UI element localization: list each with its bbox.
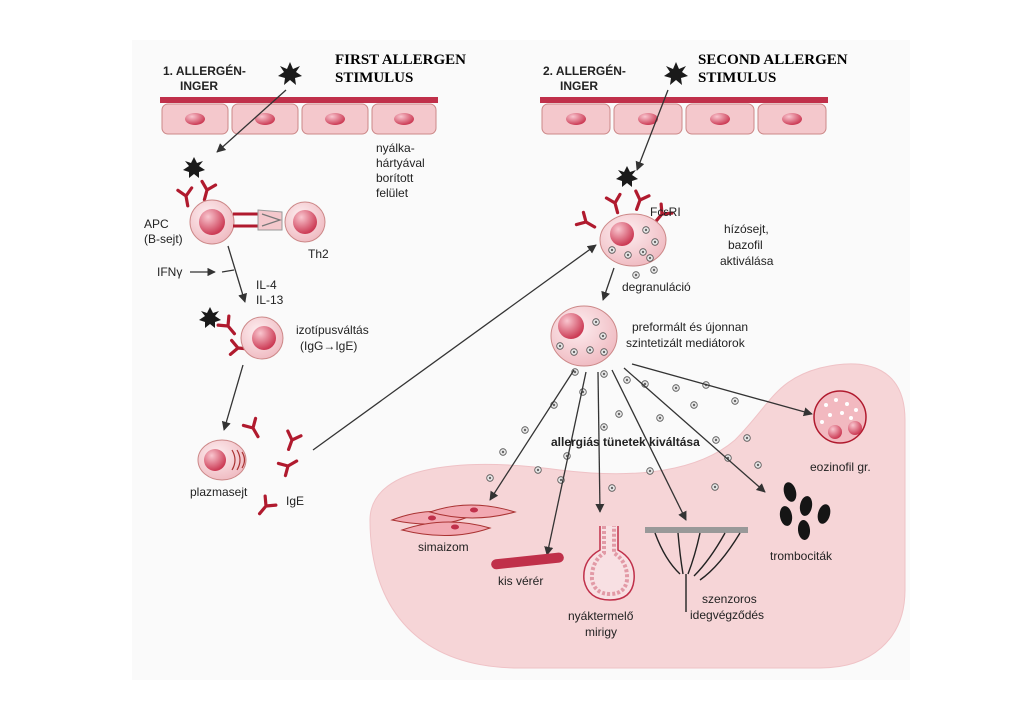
allergen-icon [199,307,221,328]
epithelium-2 [540,97,828,135]
mucous-gland-label-2: mirigy [585,625,617,639]
smooth-muscle-label: simaizom [418,540,469,554]
mucosa-label-3: borított [376,171,414,185]
arrow-apc-to-switch [227,245,247,303]
isotype-switch-label: izotípusváltás [296,323,369,337]
mast-cell-label-1: hízósejt, [724,222,769,236]
stimulus1-label-line1: 1. ALLERGÉN- [163,63,246,78]
granule-dot-icon [650,266,658,274]
allergen-icon [278,62,302,85]
il4-label: IL-4 [256,278,277,292]
granule-dot-icon [632,271,640,279]
mucous-gland-label-1: nyáktermelő [568,609,634,623]
il13-label: IL-13 [256,293,284,307]
plasma-cell-label: plazmasejt [190,485,248,499]
allergen-icon [664,62,688,85]
arrow-allergen-to-apc [216,89,287,153]
plasma-cell [197,439,247,481]
symptom-arrows [489,363,813,556]
sensory-nerve-label-1: szenzoros [702,592,757,606]
sensory-nerve-ending [645,527,748,612]
mediators-label-2: szintetizált mediátorok [626,336,746,350]
mast-cell [599,213,667,267]
epithelium-1 [160,97,438,135]
arrow-degranulation [601,267,615,301]
ifn-gamma-label: IFNγ [157,265,182,279]
mast-cell-label-3: aktiválása [720,254,774,268]
fceri-label: FcεRI [650,205,681,219]
mucosa-label-1: nyálka- [376,141,415,155]
arrow-ige-to-mast-cell [312,244,597,451]
stimulus1-english-line2: STIMULUS [335,70,413,86]
small-vessel-label: kis vérér [498,574,543,588]
mast-cell-label-2: bazofil [728,238,763,252]
small-vessel [491,552,564,570]
platelets-label: trombociták [770,549,833,563]
stimulus2-label-line2: INGER [560,79,598,93]
degranulating-cell [550,305,618,367]
mucous-gland [583,526,635,601]
symptoms-label: allergiás tünetek kiváltása [551,435,700,449]
smooth-muscle [390,504,517,536]
stimulus1-english-line1: FIRST ALLERGEN [335,52,466,68]
target-tissue [369,363,906,669]
inhibition-bar [221,269,235,273]
apc-sublabel: (B-sejt) [144,232,183,246]
degranulation-label: degranuláció [622,280,691,294]
stimulus2-english-line2: STIMULUS [698,70,776,86]
arrow-to-plasma-cell [221,364,244,431]
immune-synapse [233,209,283,231]
eosinophil-label: eozinofil gr. [810,460,871,474]
stimulus1-label-line2: INGER [180,79,218,93]
th2-label: Th2 [308,247,329,261]
ige-label: IgE [286,494,304,508]
isotype-switch-sublabel: (IgG→IgE) [300,339,357,353]
allergen-icon [616,166,638,187]
allergen-icon [183,157,205,178]
platelets [779,482,831,540]
stimulus2-label-line1: 2. ALLERGÉN- [543,63,626,78]
isotype-switching-cell [240,316,284,360]
sensory-nerve-label-2: idegvégződés [690,608,764,622]
apc-label: APC [144,217,169,231]
stimulus2-english-line1: SECOND ALLERGEN [698,52,848,68]
eosinophil [813,390,867,444]
arrow-allergen-to-mast-cell [635,89,669,171]
apc-cell [189,199,235,245]
mediators-label-1: preformált és újonnan [632,320,748,334]
mucosa-label-2: hártyával [376,156,425,170]
mucosa-label-4: felület [376,186,409,200]
th2-cell [284,201,326,243]
